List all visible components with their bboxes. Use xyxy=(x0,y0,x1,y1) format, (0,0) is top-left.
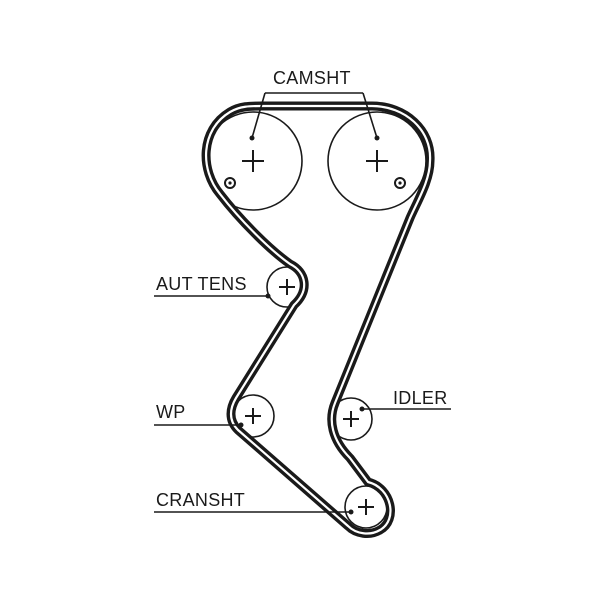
crankshaft-leader xyxy=(154,509,354,515)
water-pump-label: WP xyxy=(156,402,186,422)
idler-leader xyxy=(359,406,451,412)
timing-belt xyxy=(201,101,435,538)
camshaft-leader xyxy=(249,92,380,141)
tensioner-leader xyxy=(154,293,271,299)
water-pump-leader xyxy=(154,422,244,428)
camshaft-pulley-right xyxy=(327,111,427,211)
tensioner-label: AUT TENS xyxy=(156,274,247,294)
idler-label: IDLER xyxy=(393,388,448,408)
camshaft-label: CAMSHT xyxy=(273,68,351,88)
crankshaft-label: CRANSHT xyxy=(156,490,245,510)
camshaft-pulley-left xyxy=(203,111,303,211)
